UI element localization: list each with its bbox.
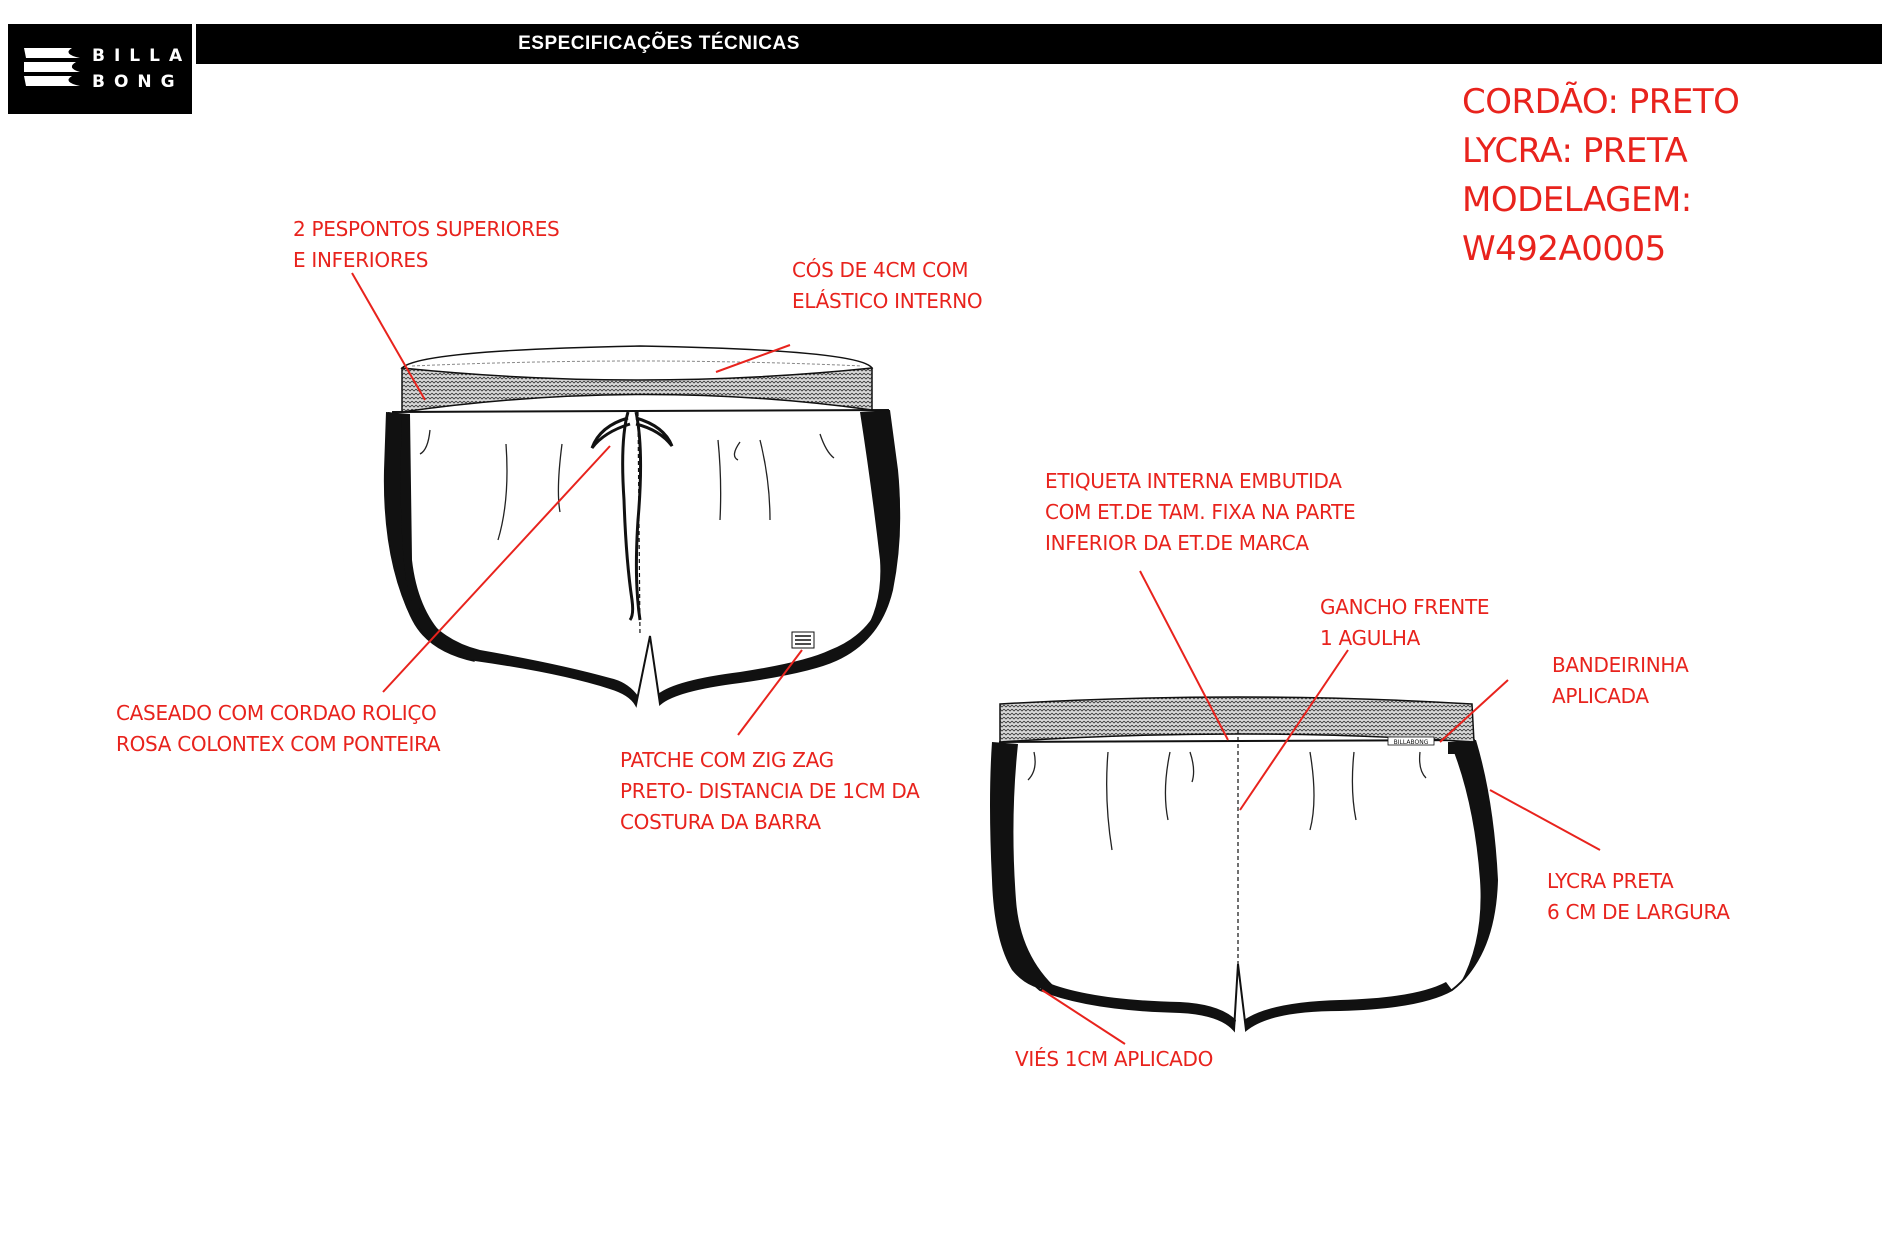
leader-cos <box>715 344 791 373</box>
back-wrinkles <box>1027 751 1427 851</box>
spec-code: W492A0005 <box>1462 229 1666 269</box>
note-lycra-preta: LYCRA PRETA 6 CM DE LARGURA <box>1547 869 1730 924</box>
shorts-front-view <box>383 345 901 708</box>
back-left-hem-binding <box>1040 982 1236 1030</box>
back-brand-label-text: BILLABONG <box>1394 739 1429 746</box>
front-right-hem-binding <box>658 604 886 704</box>
back-right-lycra <box>1450 740 1498 984</box>
back-waistband <box>999 696 1475 743</box>
front-right-lycra <box>845 410 900 656</box>
note-patche: PATCHE COM ZIG ZAG PRETO- DISTANCIA DE 1… <box>620 748 920 834</box>
back-right-hem-binding <box>1244 982 1452 1030</box>
spec-block: CORDÃO: PRETO LYCRA: PRETA MODELAGEM: W4… <box>1462 78 1740 274</box>
leader-lines <box>351 272 1601 1045</box>
front-wrinkles <box>419 429 835 541</box>
leader-caseado <box>382 445 611 693</box>
front-drawstring-bow <box>590 416 674 449</box>
spec-cordao: CORDÃO: PRETO <box>1462 82 1740 122</box>
back-flag-label <box>1448 742 1456 754</box>
leader-patche <box>737 649 803 736</box>
note-bandeirinha: BANDEIRINHA APLICADA <box>1552 653 1689 708</box>
back-left-lycra <box>990 742 1058 991</box>
brand-line2: BONG <box>92 72 184 92</box>
header-bar: ESPECIFICAÇÕES TÉCNICAS <box>196 24 1882 64</box>
front-drawstring-left <box>621 411 635 621</box>
leader-bandeirinha <box>1439 679 1509 743</box>
leader-lycra <box>1489 789 1601 851</box>
front-waist-opening <box>400 345 874 381</box>
note-cos: CÓS DE 4CM COM ELÁSTICO INTERNO <box>792 258 983 313</box>
back-brand-label <box>1387 736 1435 746</box>
shorts-back-view: BILLABONG <box>990 696 1498 1033</box>
leader-gancho <box>1239 649 1349 811</box>
note-caseado: CASEADO COM CORDAO ROLIÇO ROSA COLONTEX … <box>116 701 441 756</box>
spec-modelagem: MODELAGEM: <box>1462 180 1692 220</box>
note-gancho: GANCHO FRENTE 1 AGULHA <box>1320 595 1490 650</box>
front-left-stripe <box>385 412 458 654</box>
note-etiqueta: ETIQUETA INTERNA EMBUTIDA COM ET.DE TAM.… <box>1045 469 1356 555</box>
page-title: ESPECIFICAÇÕES TÉCNICAS <box>518 33 800 54</box>
front-drawstring-right <box>634 411 643 621</box>
leader-vies <box>1041 989 1126 1045</box>
note-pespontos: 2 PESPONTOS SUPERIORES E INFERIORES <box>293 217 560 272</box>
brand-logo: BILLA BONG <box>8 24 192 114</box>
note-vies: VIÉS 1CM APLICADO <box>1015 1047 1214 1071</box>
patch-logo-icon <box>795 635 811 645</box>
leader-etiqueta <box>1139 570 1229 741</box>
spec-lycra: LYCRA: PRETA <box>1462 131 1688 171</box>
wave-logo-icon <box>24 48 80 86</box>
back-body <box>991 738 1498 1033</box>
leader-pespontos <box>351 272 426 401</box>
brand-line1: BILLA <box>92 46 192 66</box>
